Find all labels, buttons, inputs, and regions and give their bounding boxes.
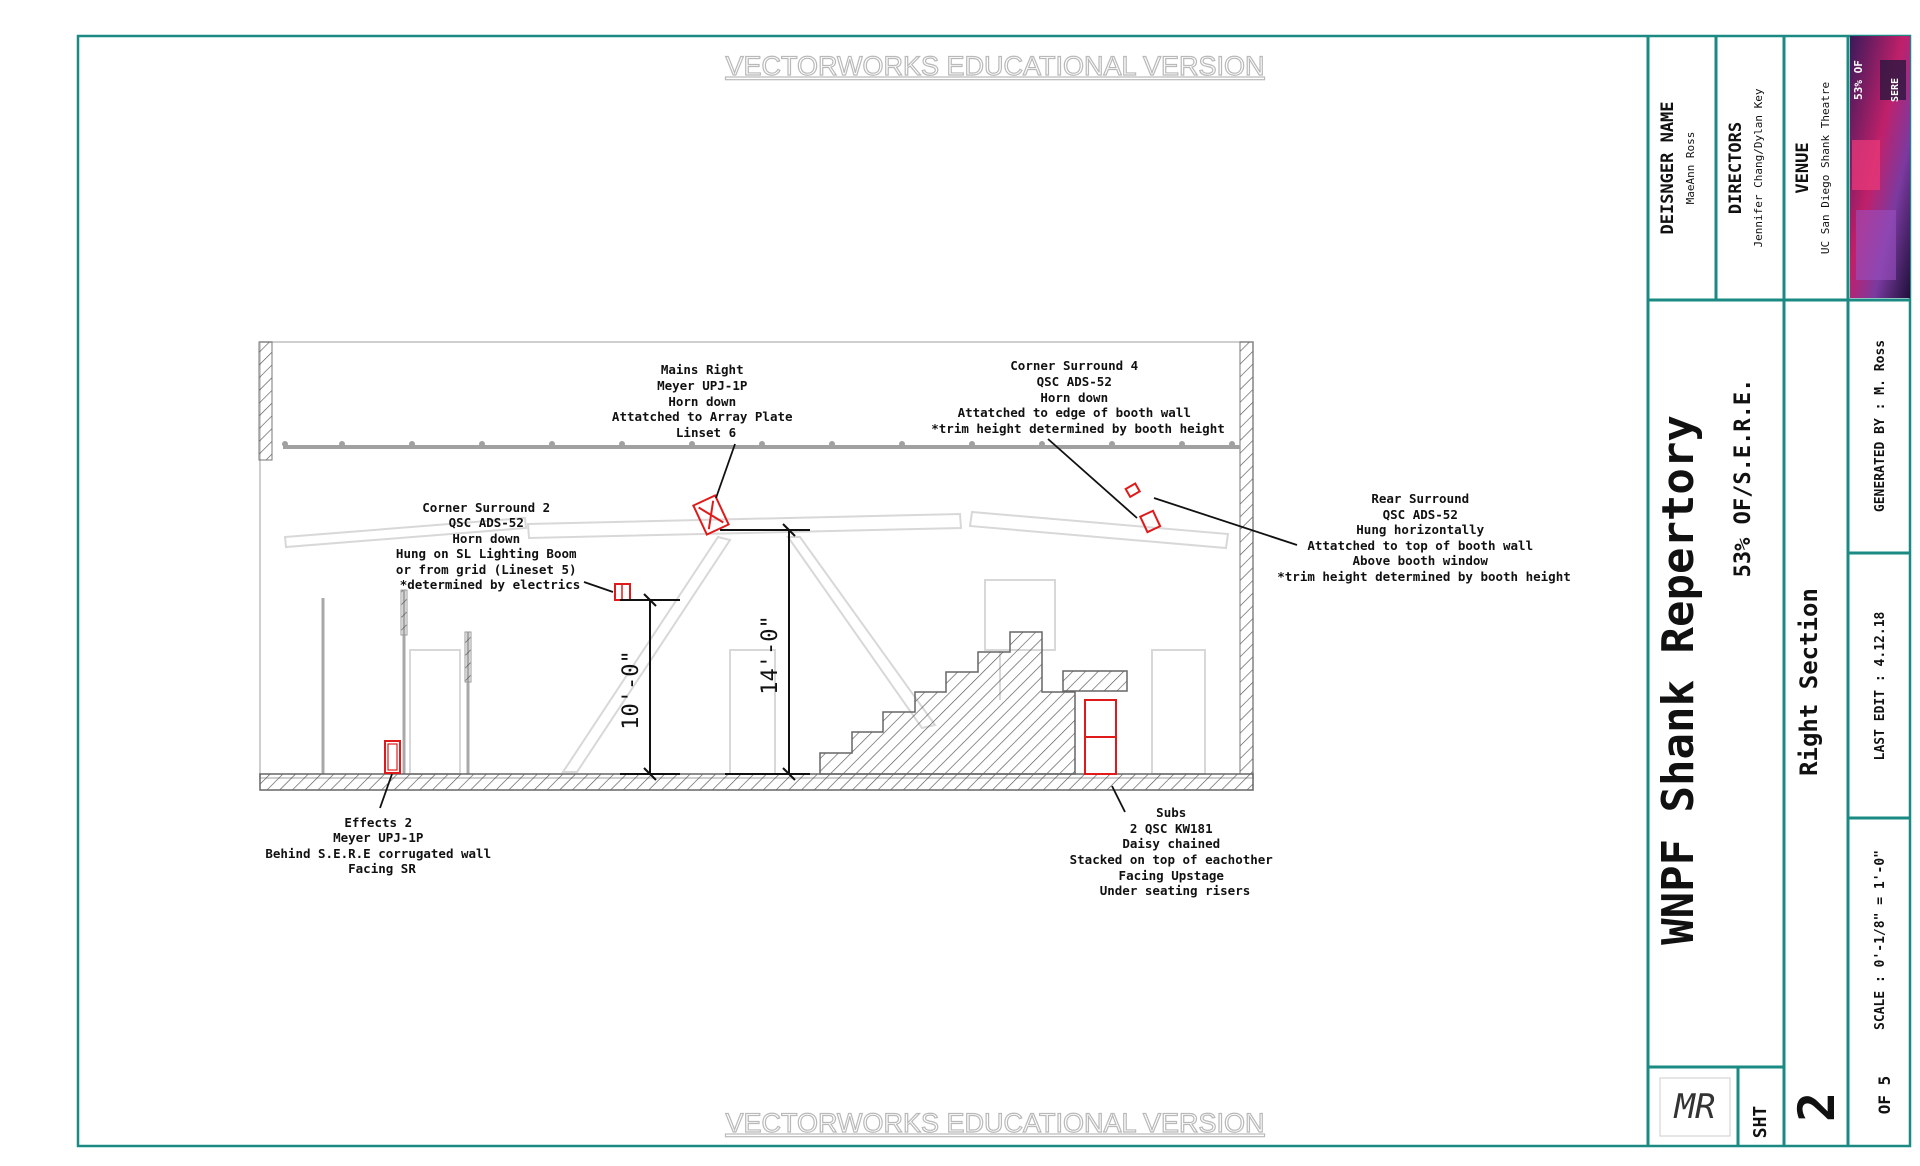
right-wall <box>1239 341 1254 775</box>
dimension-10ft-label: 10'-0" <box>619 650 644 729</box>
speakers <box>384 482 1162 775</box>
note-subs: Subs 2 QSC KW181 Daisy chained Stacked o… <box>1070 805 1281 898</box>
ceiling-panels <box>283 510 1230 550</box>
mains-right-speaker <box>692 494 730 536</box>
designer-logo: MR <box>1659 1077 1731 1137</box>
watermark-top: VECTORWORKS EDUCATIONAL VERSION <box>725 51 1264 81</box>
lighting-boom-bracket <box>400 589 408 636</box>
venue-label: VENUE <box>1793 142 1813 193</box>
corner-surround-4-speaker <box>1124 482 1162 534</box>
directors-value: Jennifer Chang/Dylan Key <box>1752 88 1765 247</box>
grid-tick-marks <box>282 441 1235 447</box>
designer-label: DEISNGER NAME <box>1658 101 1678 234</box>
note-mains-right: Mains Right Meyer UPJ-1P Horn down Attat… <box>612 362 800 440</box>
directors-label: DIRECTORS <box>1726 122 1746 214</box>
effects-2-speaker <box>384 740 401 774</box>
venue-value: UC San Diego Shank Theatre <box>1819 82 1832 254</box>
left-wall <box>258 341 273 461</box>
show-title: 53% OF/S.E.R.E. <box>1731 379 1756 578</box>
seating-risers <box>819 631 1076 775</box>
stage-floor <box>259 773 1254 791</box>
svg-text:SERE: SERE <box>1890 78 1901 102</box>
designer-value: MaeAnn Ross <box>1684 132 1697 205</box>
note-corner-surround-2: Corner Surround 2 QSC ADS-52 Horn down H… <box>396 500 584 592</box>
note-effects-2: Effects 2 Meyer UPJ-1P Behind S.E.R.E co… <box>265 815 498 876</box>
generated-by: GENERATED BY : M. Ross <box>1873 340 1888 512</box>
theatre-section <box>258 341 1254 791</box>
pole-bracket <box>464 631 472 683</box>
watermark-bottom: VECTORWORKS EDUCATIONAL VERSION <box>725 1108 1264 1138</box>
project-title: WNPF Shank Repertory <box>1653 415 1704 945</box>
show-poster-image: 53% OF SERE <box>1850 36 1910 298</box>
sheet-title: Right Section <box>1795 588 1823 776</box>
note-corner-surround-4: Corner Surround 4 QSC ADS-52 Horn down A… <box>931 358 1225 436</box>
vertical-poles <box>321 590 470 774</box>
subs-speaker <box>1084 699 1117 775</box>
note-rear-surround: Rear Surround QSC ADS-52 Hung horizontal… <box>1277 491 1571 584</box>
sheet-border <box>76 34 1912 1148</box>
sheet-total: OF 5 <box>1875 1076 1894 1115</box>
svg-text:53% OF: 53% OF <box>1852 60 1865 100</box>
dimension-14ft-label: 14'-0" <box>758 615 783 694</box>
leader-lines <box>379 438 1298 813</box>
svg-text:MR: MR <box>1674 1087 1716 1127</box>
scale-note: SCALE : 0'-1/8" = 1'-0" <box>1873 850 1888 1030</box>
last-edit: LAST EDIT : 4.12.18 <box>1873 611 1888 760</box>
title-block <box>1646 36 1910 1146</box>
dimension-14ft <box>720 523 810 781</box>
sheet-number: 2 <box>1788 1092 1846 1122</box>
dimension-10ft <box>620 593 680 781</box>
booth-platform <box>1062 670 1128 692</box>
sheet-label: SHT <box>1750 1106 1771 1139</box>
